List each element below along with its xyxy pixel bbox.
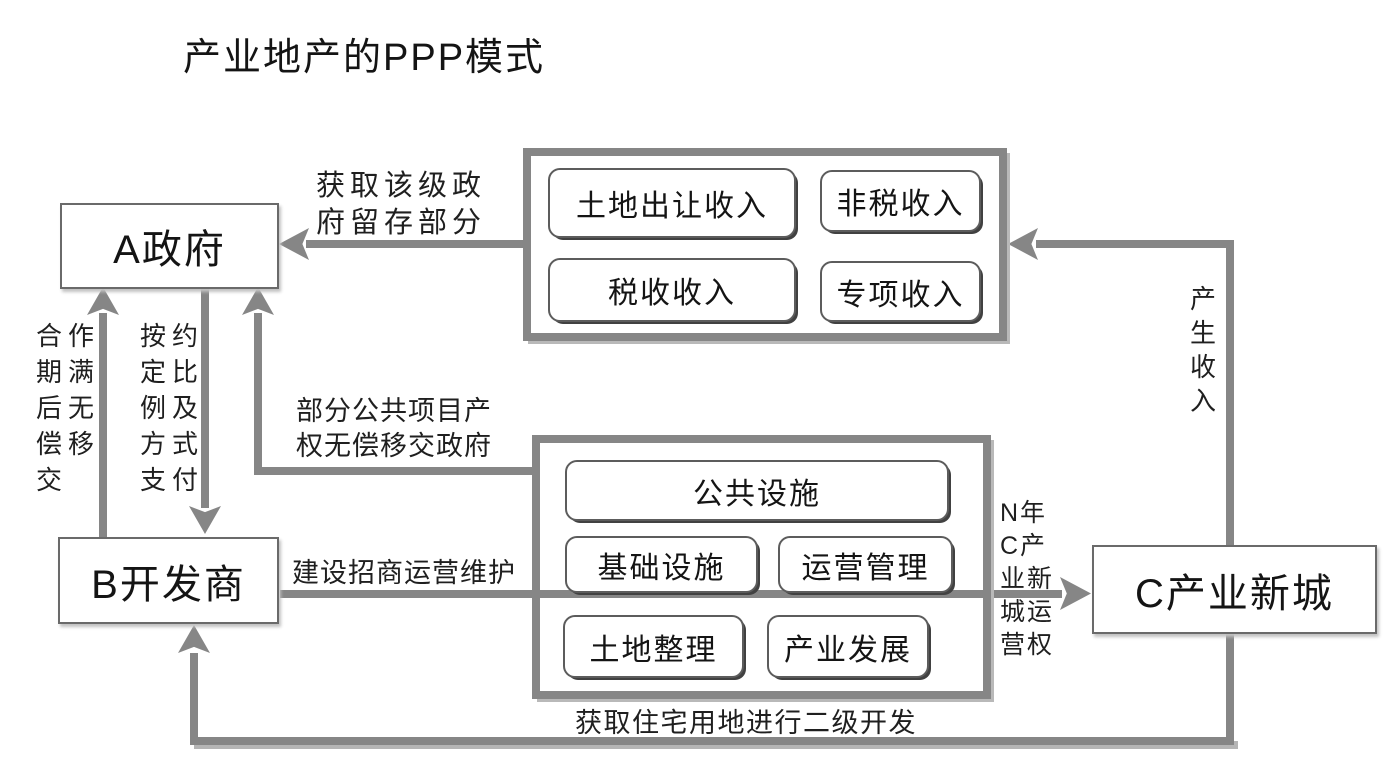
works-item-land-consolidation: 土地整理	[563, 615, 744, 678]
arrow-city-to-developer-right-shaft	[1226, 633, 1234, 745]
label-line: 例及	[140, 393, 205, 423]
label-line: 城运	[1000, 598, 1055, 626]
works-item-public-facilities: 公共设施	[565, 460, 949, 521]
label-line: 业新	[1000, 565, 1055, 593]
label-generate-revenue: 产 生 收 入	[1190, 282, 1216, 418]
label-line: 定比	[140, 357, 205, 387]
arrow-works-to-government-horizontal-shaft	[254, 467, 539, 475]
label-line: 支付	[140, 465, 205, 495]
arrow-government-to-developer-shaft	[201, 289, 209, 508]
city-node: C产业新城	[1092, 545, 1377, 634]
city-label: C产业新城	[1135, 571, 1334, 616]
developer-node: B开发商	[58, 537, 279, 624]
label-line: 获取该级政	[316, 170, 487, 202]
developer-label: B开发商	[91, 562, 246, 607]
arrow-government-to-developer-head-icon	[189, 506, 221, 534]
label-line: 合作	[36, 321, 101, 351]
label-line: 偿移	[36, 429, 101, 459]
label-operation-rights: N年 C产 业新 城运 营权	[1000, 497, 1054, 662]
arrow-revenue-to-government-head-icon	[279, 228, 309, 260]
revenue-item-non-tax: 非税收入	[820, 170, 981, 232]
label-line: 按约	[140, 321, 205, 351]
works-group-box	[532, 435, 991, 699]
arrow-city-to-revenue-horizontal-shaft	[1036, 240, 1234, 248]
arrow-developer-to-government-head-icon	[87, 287, 119, 315]
arrow-developer-to-city-head-icon	[1060, 577, 1091, 610]
label-residential-development: 获取住宅用地进行二级开发	[575, 708, 917, 738]
label-line: 营权	[1000, 631, 1055, 659]
government-label: A政府	[113, 228, 226, 272]
arrow-revenue-to-government-shaft	[306, 240, 527, 248]
arrow-works-to-government-vertical-shaft	[254, 313, 262, 475]
label-public-ownership-transfer: 部分公共项目产 权无偿移交政府	[296, 394, 492, 464]
label-line: C产	[1000, 532, 1048, 560]
works-item-operation-management: 运营管理	[778, 536, 953, 593]
label-line: 交	[36, 465, 69, 495]
label-transfer-after-term: 合作 期满 后无 偿移 交	[36, 318, 100, 498]
label-line: 入	[1190, 386, 1217, 416]
label-line: N年	[1000, 499, 1048, 527]
works-item-infrastructure: 基础设施	[565, 536, 758, 593]
revenue-item-special: 专项收入	[820, 261, 981, 322]
arrow-city-to-developer-bottom-shaft	[190, 737, 1234, 745]
label-line: 权无偿移交政府	[296, 431, 492, 461]
revenue-item-tax: 税收收入	[548, 258, 796, 322]
label-line: 收	[1190, 352, 1217, 382]
arrow-city-to-revenue-vertical-shaft	[1226, 240, 1234, 546]
label-government-retain: 获取该级政 府留存部分	[316, 168, 486, 242]
label-line: 方式	[140, 429, 205, 459]
diagram-title: 产业地产的PPP模式	[183, 37, 546, 79]
arrow-city-to-revenue-head-icon	[1008, 228, 1038, 260]
revenue-item-land-transfer: 土地出让收入	[548, 168, 796, 238]
label-line: 府留存部分	[316, 207, 487, 239]
arrow-developer-to-government-shaft	[99, 313, 107, 538]
arrow-works-to-government-head-icon	[242, 287, 274, 315]
label-line: 后无	[36, 393, 101, 423]
label-pay-by-agreement: 按约 定比 例及 方式 支付	[140, 318, 204, 498]
government-node: A政府	[60, 203, 279, 289]
revenue-group-box	[523, 148, 1007, 341]
label-line: 期满	[36, 357, 101, 387]
label-line: 产	[1190, 284, 1217, 314]
label-build-operate: 建设招商运营维护	[292, 558, 516, 588]
label-line: 生	[1190, 318, 1217, 348]
works-item-industry-development: 产业发展	[767, 615, 929, 678]
arrow-developer-to-city-shaft	[280, 590, 1062, 598]
arrow-city-to-developer-head-icon	[178, 625, 210, 653]
arrow-city-to-developer-left-shaft	[190, 653, 198, 745]
label-line: 部分公共项目产	[296, 396, 492, 426]
